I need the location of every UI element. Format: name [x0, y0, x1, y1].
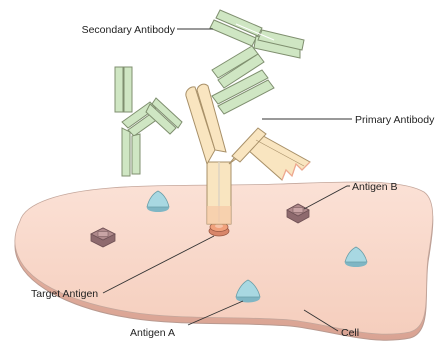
- antigen-b-text: Antigen B: [352, 181, 398, 193]
- label-secondary-antibody: Secondary Antibody: [82, 24, 213, 36]
- secondary-antibody-text: Secondary Antibody: [82, 24, 176, 36]
- antigen-a-text: Antigen A: [130, 327, 175, 339]
- label-primary-antibody: Primary Antibody: [262, 114, 435, 126]
- primary-antibody-stem: [207, 162, 231, 224]
- target-antigen-text: Target Antigen: [31, 288, 98, 300]
- secondary-antibody-2: [115, 67, 182, 176]
- cell-text: Cell: [341, 327, 359, 339]
- target-antigen-marker: [209, 223, 229, 237]
- primary-antibody-text: Primary Antibody: [355, 114, 435, 126]
- primary-antibody-arm-right: [229, 128, 310, 180]
